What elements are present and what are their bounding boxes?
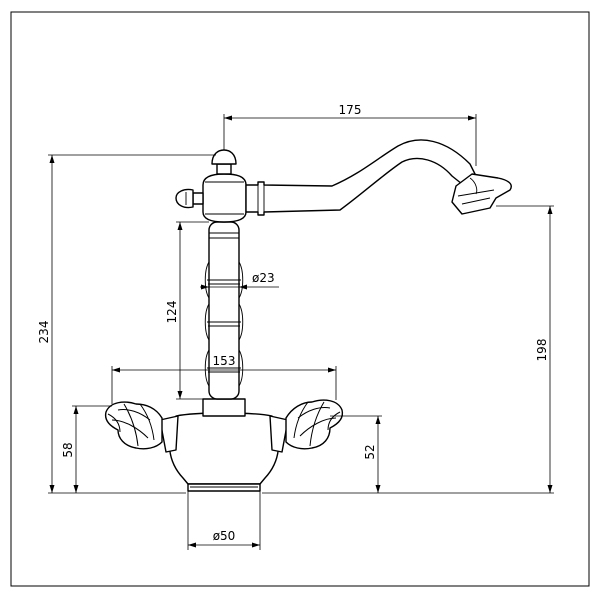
right-handle — [269, 399, 344, 453]
dimension-label-175: 175 — [339, 103, 362, 117]
dimension-label-diameter-23: ø23 — [252, 271, 275, 285]
dimension-handle-height: 58 — [61, 405, 112, 493]
faucet-column — [204, 221, 244, 400]
dimension-spout-height: 198 — [262, 205, 554, 494]
dimension-base-diameter: ø50 — [187, 491, 261, 550]
dimension-label-52: 52 — [363, 444, 377, 459]
drawing-frame — [10, 11, 590, 587]
dimension-spout-reach: 175 — [223, 103, 477, 166]
left-handle — [104, 401, 179, 453]
dimension-label-198: 198 — [535, 339, 549, 362]
faucet-base — [168, 412, 280, 492]
spout-arm — [245, 139, 512, 216]
dimension-label-153: 153 — [213, 354, 236, 368]
dimension-label-diameter-50: ø50 — [213, 529, 236, 543]
dimension-column-height: 124 — [165, 221, 209, 400]
dimension-handle-span: 153 — [111, 354, 337, 404]
dimension-label-124: 124 — [165, 301, 179, 324]
dimension-column-diameter: ø23 — [200, 271, 279, 290]
dimension-label-58: 58 — [61, 442, 75, 457]
column-collar — [202, 398, 246, 417]
dimension-label-234: 234 — [37, 321, 51, 344]
dimension-total-height: 234 — [37, 154, 216, 494]
spout-head — [175, 149, 247, 223]
dimension-body-height: 52 — [330, 415, 382, 493]
